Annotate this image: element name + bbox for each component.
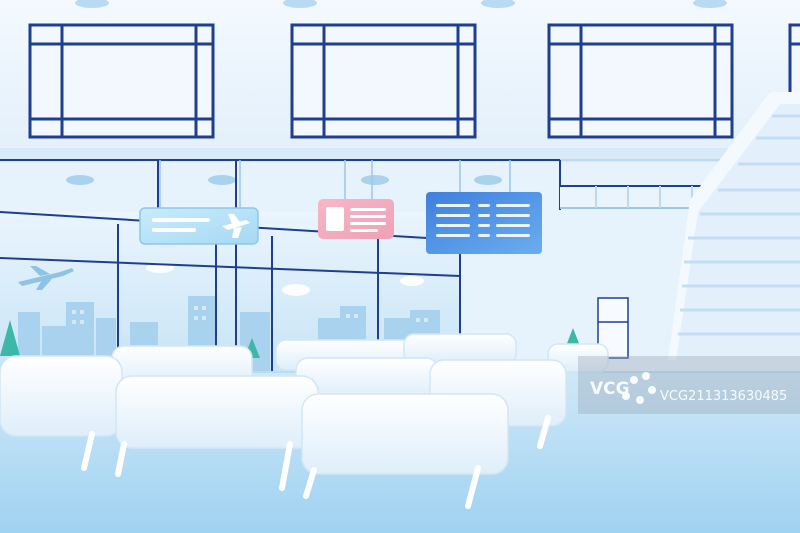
flight-board-icon [436,204,530,237]
flight-board [426,160,542,254]
bench-front-right [301,393,509,509]
upper-window-edge [788,23,800,139]
mezzanine-ledge [0,148,800,162]
bench-front-center [115,375,319,491]
airplane-icon [222,214,250,238]
airplane-in-sky-icon [18,266,74,290]
upper-window-center [290,23,477,139]
airplane-sign [139,160,259,245]
info-sign [318,160,394,239]
vcg-logo-icon [622,372,656,404]
ceiling-lights-top [75,0,727,8]
ceiling-lights-lower [66,175,502,185]
upper-window-right [547,23,734,139]
watermark-logo-text: VCG [590,379,630,399]
info-list-icon [326,207,386,232]
vcg-watermark: VCG VCG211313630485 [578,356,800,414]
escalator [668,92,800,360]
upper-window-left [28,23,215,139]
watermark-id-text: VCG211313630485 [660,389,787,404]
